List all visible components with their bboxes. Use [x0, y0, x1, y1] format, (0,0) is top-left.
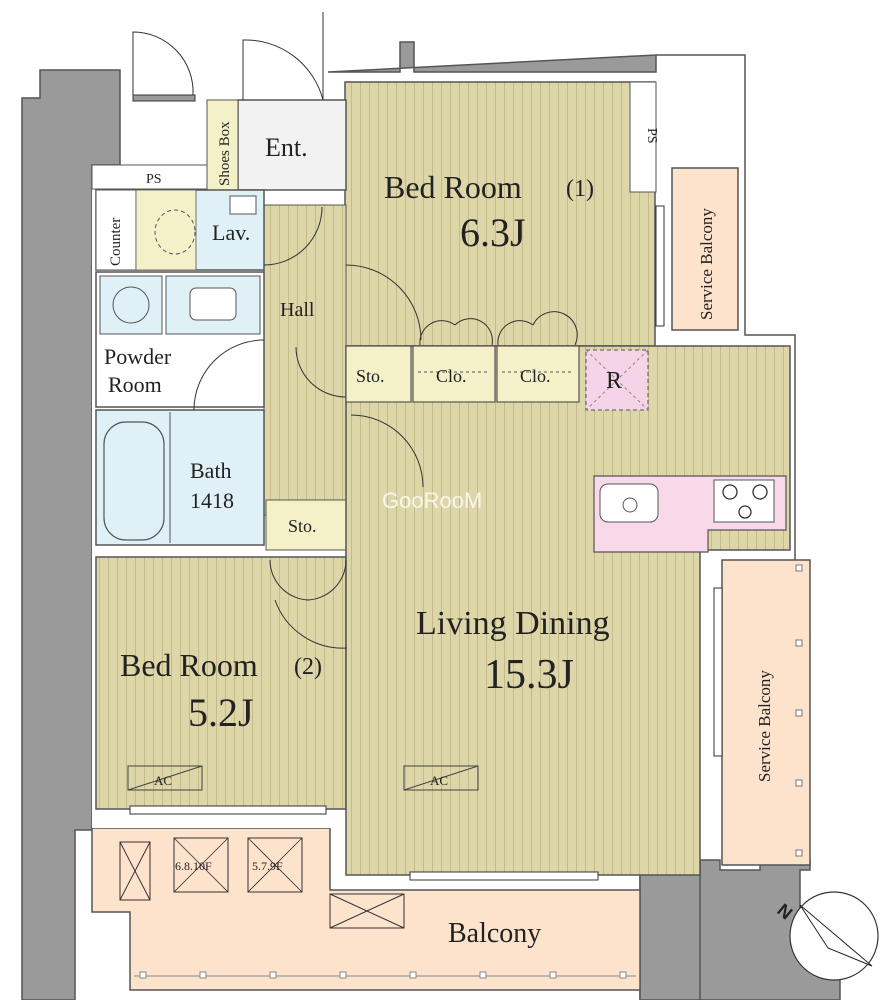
- label-bedroom1-size: 6.3J: [460, 210, 526, 255]
- label-bath-size: 1418: [190, 488, 234, 513]
- vanity-basin: [189, 287, 237, 321]
- label-bedroom1: Bed Room: [384, 169, 522, 205]
- sto-living: [345, 345, 412, 403]
- wall-right-column: [639, 859, 701, 1000]
- label-hatch-1: 6.8.10F: [175, 859, 212, 873]
- label-hatch-2: 5.7.9F: [252, 859, 283, 873]
- label-shoes-box: Shoes Box: [217, 121, 233, 186]
- washer: [99, 275, 163, 335]
- hatch-2: [247, 837, 303, 893]
- label-ent: Ent.: [265, 133, 308, 162]
- closet-1: [412, 345, 496, 403]
- label-clo-2: Clo.: [520, 366, 551, 386]
- service-balcony-side-posts: [795, 564, 803, 857]
- label-sto-living: Sto.: [356, 366, 385, 386]
- label-sto-bedroom2: Sto.: [288, 516, 317, 536]
- ac-unit-living: [403, 765, 479, 791]
- label-clo-1: Clo.: [436, 366, 467, 386]
- balcony-area: [91, 827, 641, 991]
- label-hall: Hall: [280, 299, 315, 321]
- closet-2: [496, 345, 580, 403]
- entrance-floor: [237, 99, 347, 191]
- outdoor-unit: [119, 841, 151, 901]
- label-bedroom2-size: 5.2J: [188, 690, 254, 735]
- washer-drum: [112, 286, 150, 324]
- ac-unit-bedroom2: [127, 765, 203, 791]
- hatch-1: [173, 837, 229, 893]
- label-powder-room-2: Room: [108, 372, 162, 397]
- label-ps-right: PS: [644, 128, 659, 144]
- sto-bedroom2: [265, 499, 347, 551]
- label-ac-2: AC: [430, 773, 448, 788]
- kitchen-sink: [599, 483, 659, 523]
- label-living: Living Dining: [416, 605, 610, 642]
- label-ps-left: PS: [146, 172, 162, 187]
- watermark: GooRooM: [382, 488, 482, 513]
- label-living-size: 15.3J: [484, 652, 574, 698]
- ps-right-shaft: [629, 81, 657, 193]
- burner-2: [752, 484, 768, 500]
- label-service-balcony-top: Service Balcony: [697, 208, 716, 320]
- label-bedroom2-num: (2): [294, 654, 322, 680]
- label-bedroom1-num: (1): [566, 176, 594, 202]
- label-counter: Counter: [108, 218, 124, 266]
- bedroom2-floor: [95, 556, 347, 810]
- label-ac-1: AC: [154, 773, 172, 788]
- label-powder-room-1: Powder: [104, 344, 172, 369]
- balcony-rail-posts: [139, 971, 627, 979]
- label-bedroom2: Bed Room: [120, 647, 258, 683]
- windows: [129, 205, 723, 881]
- shoes-box: [206, 99, 239, 191]
- label-bath: Bath: [190, 458, 232, 483]
- toilet-bowl: [154, 209, 196, 255]
- burner-1: [722, 484, 738, 500]
- outdoor-unit-2: [329, 893, 405, 929]
- label-lav: Lav.: [212, 220, 250, 245]
- compass: [789, 891, 879, 981]
- ps-left-shaft: [91, 164, 208, 190]
- counter: [95, 189, 137, 271]
- label-service-balcony-side: Service Balcony: [755, 670, 774, 782]
- door-swings: [132, 12, 578, 649]
- hall-floor: [263, 204, 347, 516]
- toilet-tank-area: [135, 189, 197, 271]
- service-balcony-top-area: [671, 167, 739, 331]
- burner-3: [738, 505, 752, 519]
- bathtub: [103, 421, 165, 541]
- label-fridge: R: [606, 368, 622, 394]
- sink-small: [229, 195, 257, 215]
- label-balcony: Balcony: [448, 918, 541, 949]
- bedroom1-floor: [344, 81, 656, 347]
